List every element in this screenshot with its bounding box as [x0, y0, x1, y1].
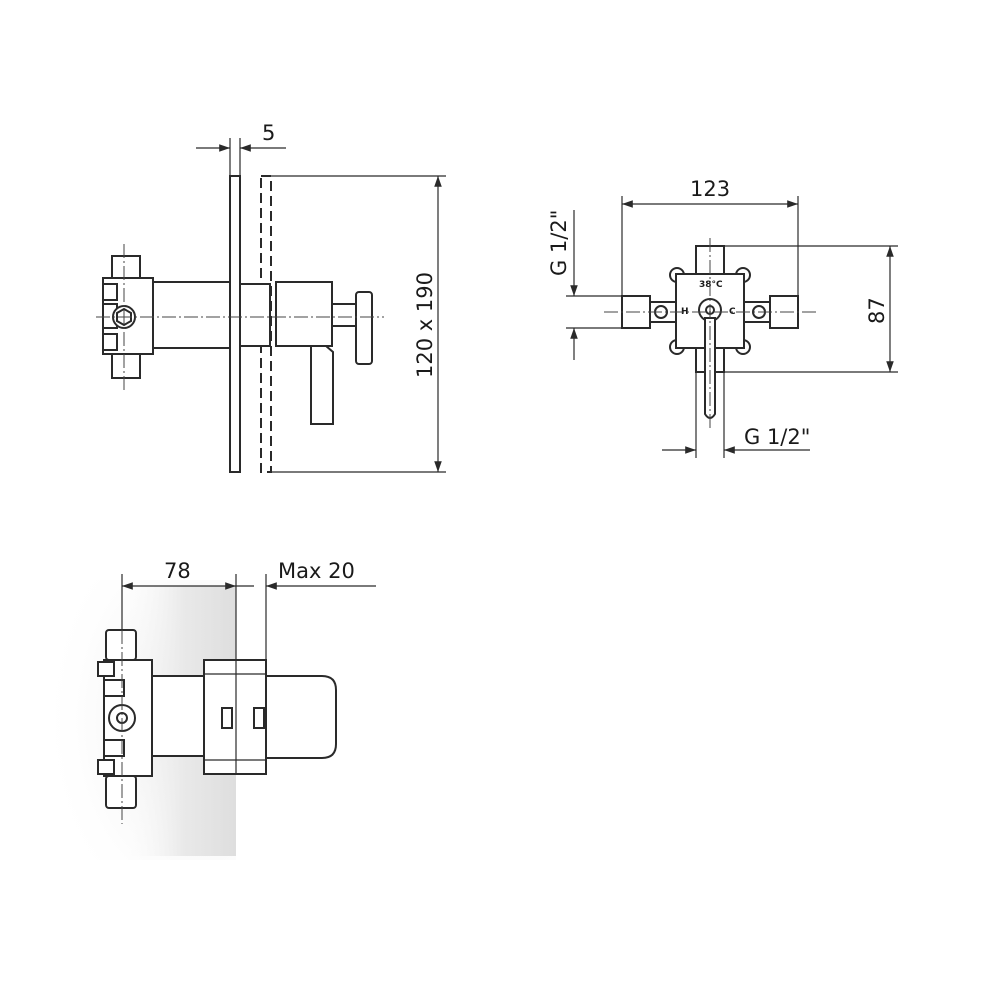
install-bracket-top — [97, 661, 115, 677]
dimension-outlet: G 1/2" — [662, 372, 810, 458]
sleeve — [239, 283, 271, 347]
bracket-bottom — [102, 333, 118, 351]
install-connector-bottom — [105, 775, 137, 809]
dim-inlet-label: G 1/2" — [547, 210, 571, 276]
connector-top — [111, 255, 141, 279]
dim-87-label: 87 — [865, 297, 889, 324]
install-bracket-bottom — [97, 759, 115, 775]
temp-marking: 38°C — [699, 280, 723, 290]
install-cartridge — [151, 675, 207, 757]
stem — [331, 303, 357, 327]
port-hex — [116, 307, 132, 327]
side-view: 5 120 x 190 — [96, 121, 446, 473]
install-handle — [265, 675, 337, 759]
dimension-max-depth: Max 20 — [236, 559, 376, 660]
hot-marking: H — [681, 307, 689, 317]
front-view: 38°C H C 123 87 G 1/2" — [547, 177, 898, 458]
dimension-depth: 78 — [121, 559, 237, 660]
dimension-width: 123 — [621, 177, 799, 296]
bracket-top — [102, 283, 118, 301]
dimension-height: 87 — [724, 245, 898, 373]
dimension-plate-size: 120 x 190 — [271, 175, 446, 473]
dimension-plate-thickness: 5 — [196, 121, 286, 176]
dimension-inlet: G 1/2" — [547, 210, 622, 360]
knob — [355, 291, 373, 365]
dim-plate-size-label: 120 x 190 — [413, 272, 437, 378]
connector-bottom — [111, 353, 141, 379]
install-connector-top — [105, 629, 137, 661]
front-lever — [704, 317, 716, 419]
wall-plate — [229, 175, 241, 473]
dim-5-label: 5 — [262, 121, 275, 145]
dim-max20-label: Max 20 — [278, 559, 355, 583]
dim-123-label: 123 — [690, 177, 730, 201]
installation-view: 78 Max 20 — [40, 559, 376, 860]
dim-78-label: 78 — [164, 559, 191, 583]
cartridge-body — [152, 281, 232, 349]
dim-outlet-label: G 1/2" — [744, 425, 810, 449]
lever — [310, 345, 334, 425]
handle-body — [275, 281, 333, 347]
